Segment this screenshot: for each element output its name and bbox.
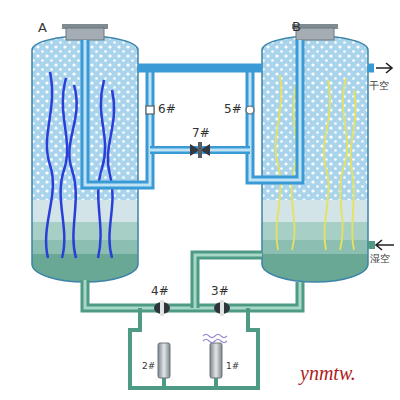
callout-label: 4# [151,285,169,298]
tower-letter: B [292,20,301,34]
exhaust-pipe [164,378,216,388]
pipe [85,40,150,185]
check-valve-symbol [246,106,254,114]
callout-label: 干空 [369,80,389,91]
watermark: ynmtw. [300,362,356,384]
airflow-line [108,90,114,258]
pipe [368,241,375,249]
wave [203,335,227,338]
upper-piping [85,40,374,185]
airflow-line [69,85,76,258]
pipe-highlight [250,40,300,180]
valve-stem [220,300,224,316]
airflow-line [324,80,330,250]
valve-symbol [154,300,170,316]
airflow-line [350,90,355,250]
muffler-symbol [158,343,170,378]
pipe-connector [138,64,262,73]
pipe [195,255,262,308]
airflow-line [276,75,282,250]
tower-b [260,24,370,294]
valve-stem [160,300,164,316]
air-arrows [376,63,394,250]
pipe-highlight [85,40,150,185]
callout-label: 2# [142,362,155,372]
pipe [250,40,300,180]
check-valve-symbol [146,106,154,114]
valve-symbol [214,300,230,316]
inlet-arrow [376,240,394,250]
callout-label: 7# [192,127,210,140]
valve-stem [198,142,202,158]
callout-label: 3# [211,285,229,298]
exhaust-waves [203,335,227,343]
pipe-highlight [195,255,262,308]
airflow-lines-a [46,72,114,258]
tower-node: A [32,20,138,282]
callout-label: 5# [224,103,242,116]
lower-piping [85,255,300,388]
airflow-line [61,78,68,258]
airflow-line [98,80,105,258]
callout-label: 1# [226,362,239,372]
pipe [368,64,374,73]
muffler-symbol [210,343,222,378]
callout-label: 6# [158,103,176,116]
callout-label: 湿空 [370,253,390,264]
outlet-arrow [376,63,392,73]
valve-symbol [190,142,210,158]
tower-node: B [262,20,368,282]
wave [203,340,227,343]
airflow-lines-b [276,75,356,250]
airflow-line [46,72,53,258]
exhaust-pipe [130,308,258,388]
airflow-line [340,78,347,250]
tower-letter: A [38,21,47,35]
